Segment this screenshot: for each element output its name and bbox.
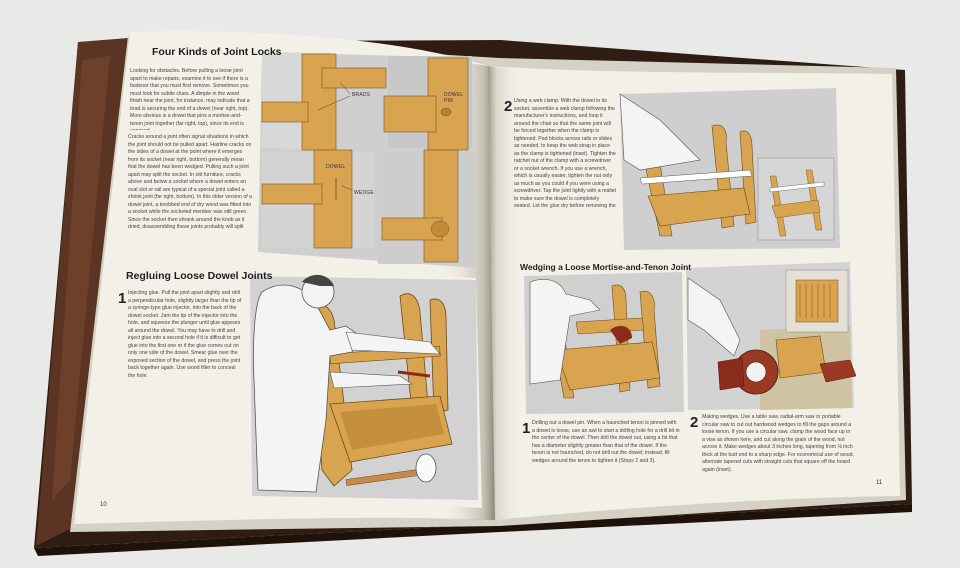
- cover-edge: [34, 504, 912, 556]
- web-clamp-illustration: [619, 88, 840, 250]
- step-1-number: 1: [118, 290, 127, 307]
- wedging-title: Wedging a Loose Mortise-and-Tenon Joint: [520, 262, 692, 272]
- page-number-left: 10: [100, 502, 107, 508]
- wedges-illustration: [686, 262, 857, 410]
- label-wedge: WEDGE: [354, 190, 374, 196]
- joint-locks-intro: Looking for obstacles. Before pulling a …: [130, 68, 250, 130]
- joint-locks-illustration: [258, 52, 476, 268]
- step-3-text: Drilling out a dowel pin. When a haunche…: [532, 420, 680, 464]
- label-dowel-pin: DOWEL PIN: [444, 92, 464, 105]
- step-3-number: 1: [522, 420, 531, 437]
- step-4-text: Making wedges. Use a table saw, radial-a…: [702, 414, 854, 473]
- step-2-number: 2: [504, 98, 513, 115]
- label-brads: BRADS: [352, 92, 371, 98]
- step-4-number: 2: [690, 414, 699, 431]
- page-number-right: 11: [876, 480, 883, 486]
- step-1-text: Injecting glue. Pull the joint apart sli…: [128, 290, 242, 379]
- step-2-text: Using a web clamp. With the dowel in its…: [514, 98, 616, 210]
- regluing-title: Regluing Loose Dowel Joints: [126, 270, 273, 282]
- cover-marble-highlight: [52, 56, 110, 500]
- joint-locks-title: Four Kinds of Joint Locks: [152, 46, 282, 58]
- gutter-shadow-right: [488, 66, 524, 520]
- joint-locks-body: Cracks around a joint often signal situa…: [128, 134, 252, 230]
- label-dowel: DOWEL: [326, 164, 346, 170]
- drilling-illustration: [524, 272, 684, 414]
- regluing-illustration: [240, 270, 482, 508]
